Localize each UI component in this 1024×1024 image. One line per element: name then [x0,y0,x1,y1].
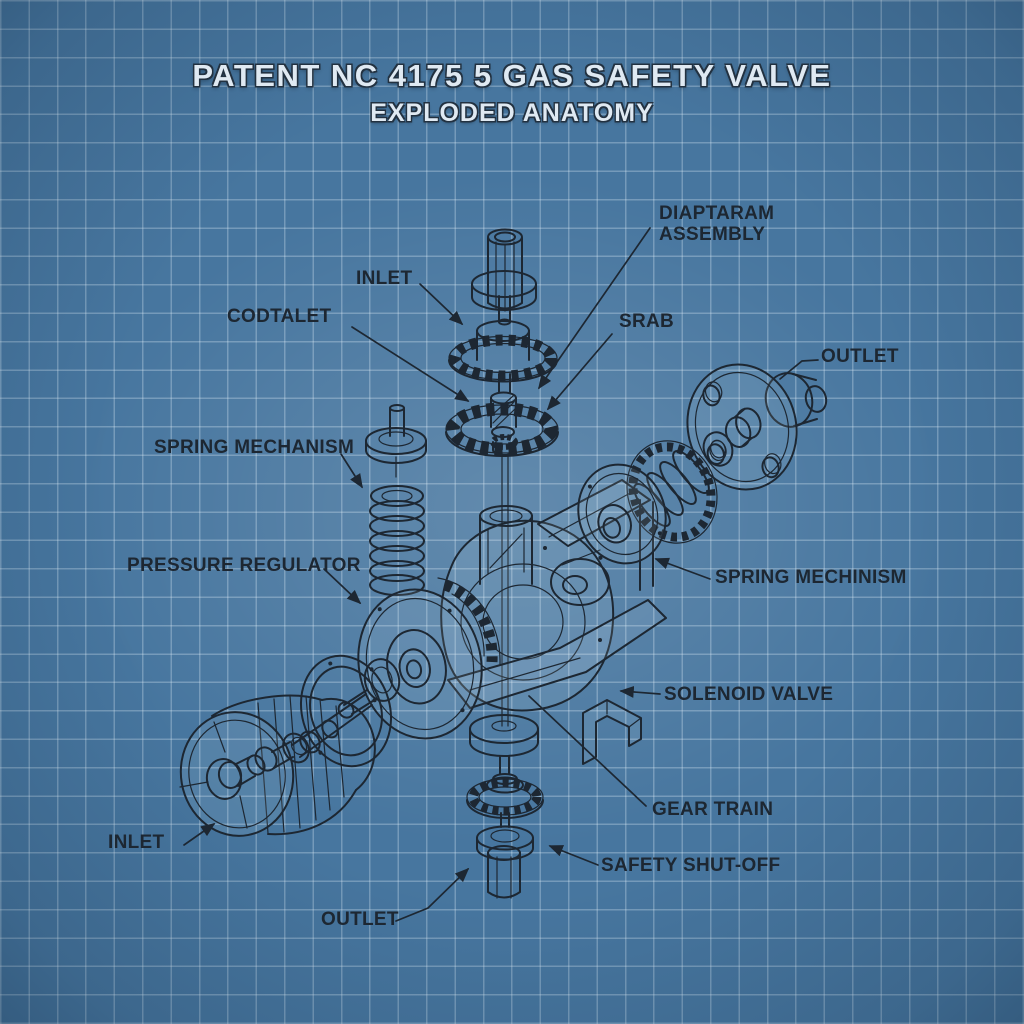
label-srab: SRAB [619,311,675,332]
label-inlet-top: INLET [356,268,413,289]
label-codtalet: CODTALET [227,306,332,327]
label-spring-mechanism-left: SPRING MECHANISM [154,437,355,458]
part-spring-left [369,485,425,596]
part-top-washer [471,270,537,311]
leader-codtalet [351,326,470,402]
leader-lines [183,227,819,922]
leader-diaptaram [538,227,651,390]
leader-spring-right [654,557,711,580]
part-lower-train [466,714,544,899]
page-subtitle: EXPLODED ANATOMY [370,99,654,127]
label-diaptaram-assembly: DIAPTARAM ASSEMBLY [659,203,775,245]
part-valve-body [440,479,667,712]
part-spring-assembly-right [577,431,734,565]
label-gear-train: GEAR TRAIN [652,799,774,820]
part-solenoid-bracket [582,699,642,765]
part-outlet-cylinder [764,372,828,428]
part-main-gear [445,391,559,457]
part-gasket-ring [299,654,393,768]
label-outlet-right: OUTLET [821,346,899,367]
leader-safety-shut-off [548,845,599,866]
leader-outlet-bottom [395,867,470,922]
part-crown-gear [437,577,501,665]
label-inlet-bottom: INLET [108,832,165,853]
part-gear-hub [448,320,558,383]
label-solenoid-valve: SOLENOID VALVE [664,684,834,705]
page-title: PATENT NC 4175 5 GAS SAFETY VALVE [192,58,832,93]
leader-inlet-top [419,283,464,326]
label-safety-shut-off: SAFETY SHUT-OFF [601,855,781,876]
part-inlet-drum [179,694,376,837]
leader-inlet-bottom [183,823,216,846]
leader-pressure-regulator [323,568,362,605]
part-outlet-flange [686,363,798,491]
leader-gear-train [528,695,647,807]
title-block: PATENT NC 4175 5 GAS SAFETY VALVE EXPLOD… [0,58,1024,128]
label-outlet-bottom: OUTLET [321,909,399,930]
label-pressure-regulator: PRESSURE REGULATOR [127,555,361,576]
leader-spring-left [340,453,363,489]
leader-outlet-right [779,359,819,380]
part-adjuster-cap [365,404,427,478]
part-drive-shaft [291,693,373,758]
part-shaft-2 [498,373,511,393]
leader-srab [546,333,613,411]
label-spring-mechinism-right: SPRING MECHINISM [715,567,907,588]
leader-solenoid [619,686,661,698]
